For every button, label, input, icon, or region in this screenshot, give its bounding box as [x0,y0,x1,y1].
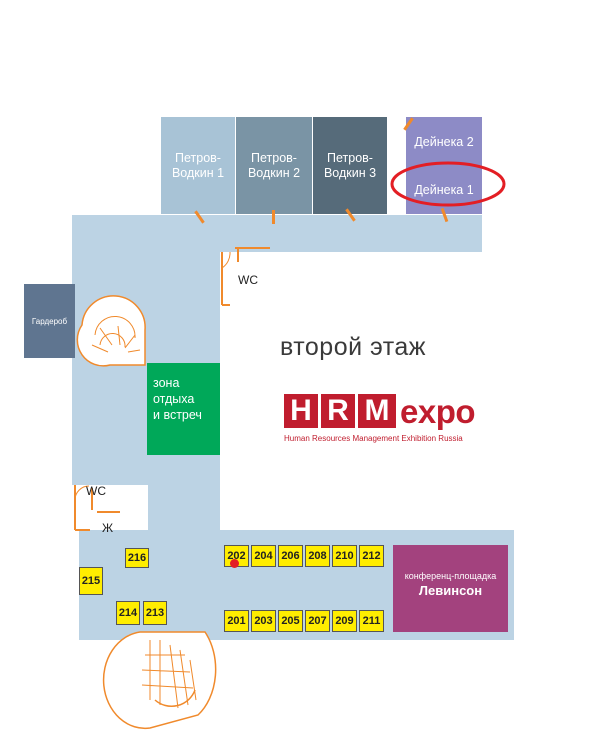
booth-206[interactable]: 206 [278,545,303,567]
booth-201[interactable]: 201 [224,610,249,632]
floor-title: второй этаж [280,333,427,361]
booth-208[interactable]: 208 [305,545,330,567]
logo-expo-text: expo [400,393,476,430]
booth-213[interactable]: 213 [143,601,167,625]
booth-204[interactable]: 204 [251,545,276,567]
location-marker [230,559,239,568]
booth-207[interactable]: 207 [305,610,330,632]
wc-top-label: WC [238,273,258,287]
hall-petrov-vodkin-1[interactable]: Петров-Водкин 1 [161,117,235,214]
booth-216[interactable]: 216 [125,548,149,568]
logo-tagline: Human Resources Management Exhibition Ru… [284,434,463,443]
door-petrov-2 [272,210,275,224]
logo-letter-m: M [358,394,396,428]
booth-209[interactable]: 209 [332,610,357,632]
booth-212[interactable]: 212 [359,545,384,567]
rest-zone[interactable]: зона отдыха и встреч [147,363,220,455]
booth-215[interactable]: 215 [79,567,103,595]
wardrobe[interactable]: Гардероб [24,284,75,358]
conference-levinson[interactable]: конференц-площадка Левинсон [393,545,508,632]
logo-letter-h: H [284,394,318,428]
booth-214[interactable]: 214 [116,601,140,625]
logo-letter-r: R [321,394,355,428]
booth-211[interactable]: 211 [359,610,384,632]
hall-deineka-2[interactable]: Дейнека 2 [406,117,482,167]
booth-210[interactable]: 210 [332,545,357,567]
hall-petrov-vodkin-3[interactable]: Петров-Водкин 3 [313,117,387,214]
booth-203[interactable]: 203 [251,610,276,632]
hall-petrov-vodkin-2[interactable]: Петров-Водкин 2 [236,117,312,214]
hrm-expo-logo: H R M expo Human Resources Management Ex… [284,394,504,454]
hall-deineka-1[interactable]: Дейнека 1 [406,167,482,214]
women-restroom-mark: Ж [102,521,114,535]
booth-205[interactable]: 205 [278,610,303,632]
wc-left-label: WC [86,484,106,498]
